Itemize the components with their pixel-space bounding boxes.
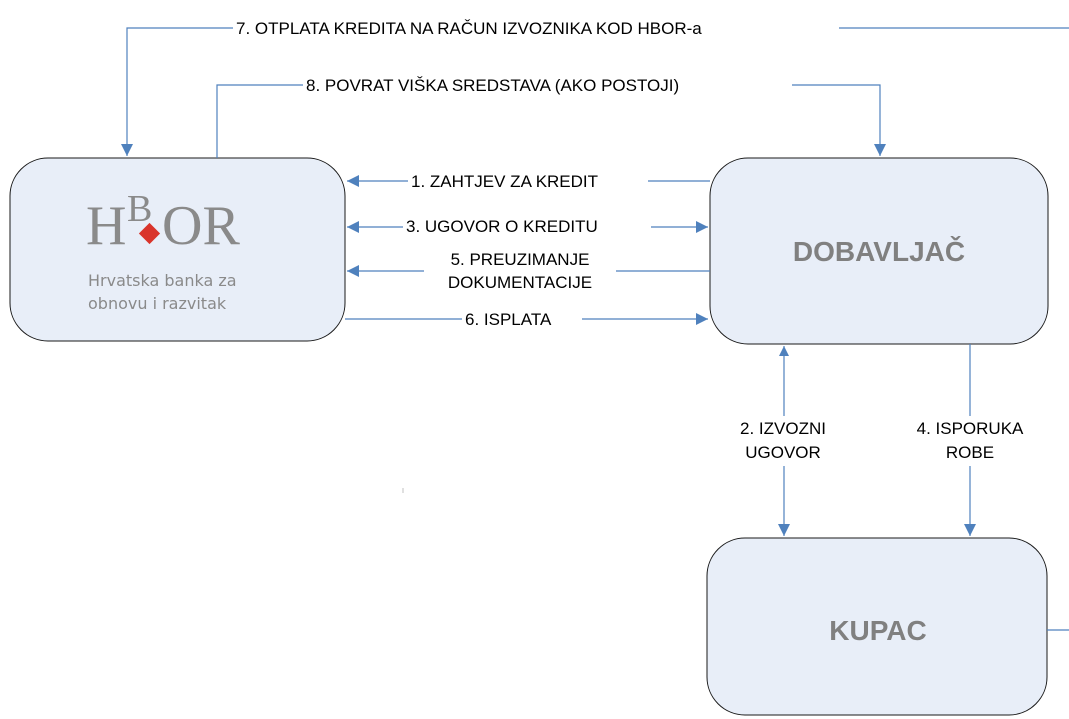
flow-2-label-bg xyxy=(725,416,841,466)
flow-5-label-line2: DOKUMENTACIJE xyxy=(448,273,592,292)
flow-5-label-line1: 5. PREUZIMANJE xyxy=(451,250,590,269)
dobavljac-label: DOBAVLJAČ xyxy=(793,235,965,267)
flow-1-label-bg xyxy=(408,170,648,192)
flow-2-label-line1: 2. IZVOZNI xyxy=(740,419,826,438)
hbor-box xyxy=(9,157,346,342)
logo-tagline-line2: obnovu i razvitak xyxy=(88,294,227,313)
logo-diamond xyxy=(138,222,161,245)
flow-4-label-line2: ROBE xyxy=(946,443,994,462)
dobavljac-box xyxy=(709,157,1049,345)
flow-4-label-line1: 4. ISPORUKA xyxy=(917,419,1024,438)
hbor-logo: H B OR Hrvatska banka za obnovu i razvit… xyxy=(86,188,240,313)
flow-6-label: 6. ISPLATA xyxy=(465,310,552,329)
flow-1-label: 1. ZAHTJEV ZA KREDIT xyxy=(411,172,598,191)
flow-3-label-bg xyxy=(403,215,651,237)
flow-8-label: 8. POVRAT VIŠKA SREDSTAVA (AKO POSTOJI) xyxy=(306,76,679,95)
flow-7-label: 7. OTPLATA KREDITA NA RAČUN IZVOZNIKA KO… xyxy=(236,19,702,38)
flow-3-label: 3. UGOVOR O KREDITU xyxy=(406,217,598,236)
flow-4-label-bg xyxy=(900,416,1042,466)
logo-letters-or: OR xyxy=(162,195,240,257)
flow-7-label-bg xyxy=(233,16,839,40)
kupac-box xyxy=(706,537,1048,716)
flow-5-label-bg xyxy=(424,248,616,294)
logo-tagline-line1: Hrvatska banka za xyxy=(88,271,237,290)
logo-letter-h: H xyxy=(86,195,126,257)
flow-6-label-bg xyxy=(462,308,582,330)
logo-letter-b: B xyxy=(127,188,152,230)
flow-8-label-bg xyxy=(303,73,792,97)
flow-2-label-line2: UGOVOR xyxy=(745,443,821,462)
kupac-label: KUPAC xyxy=(829,615,926,646)
